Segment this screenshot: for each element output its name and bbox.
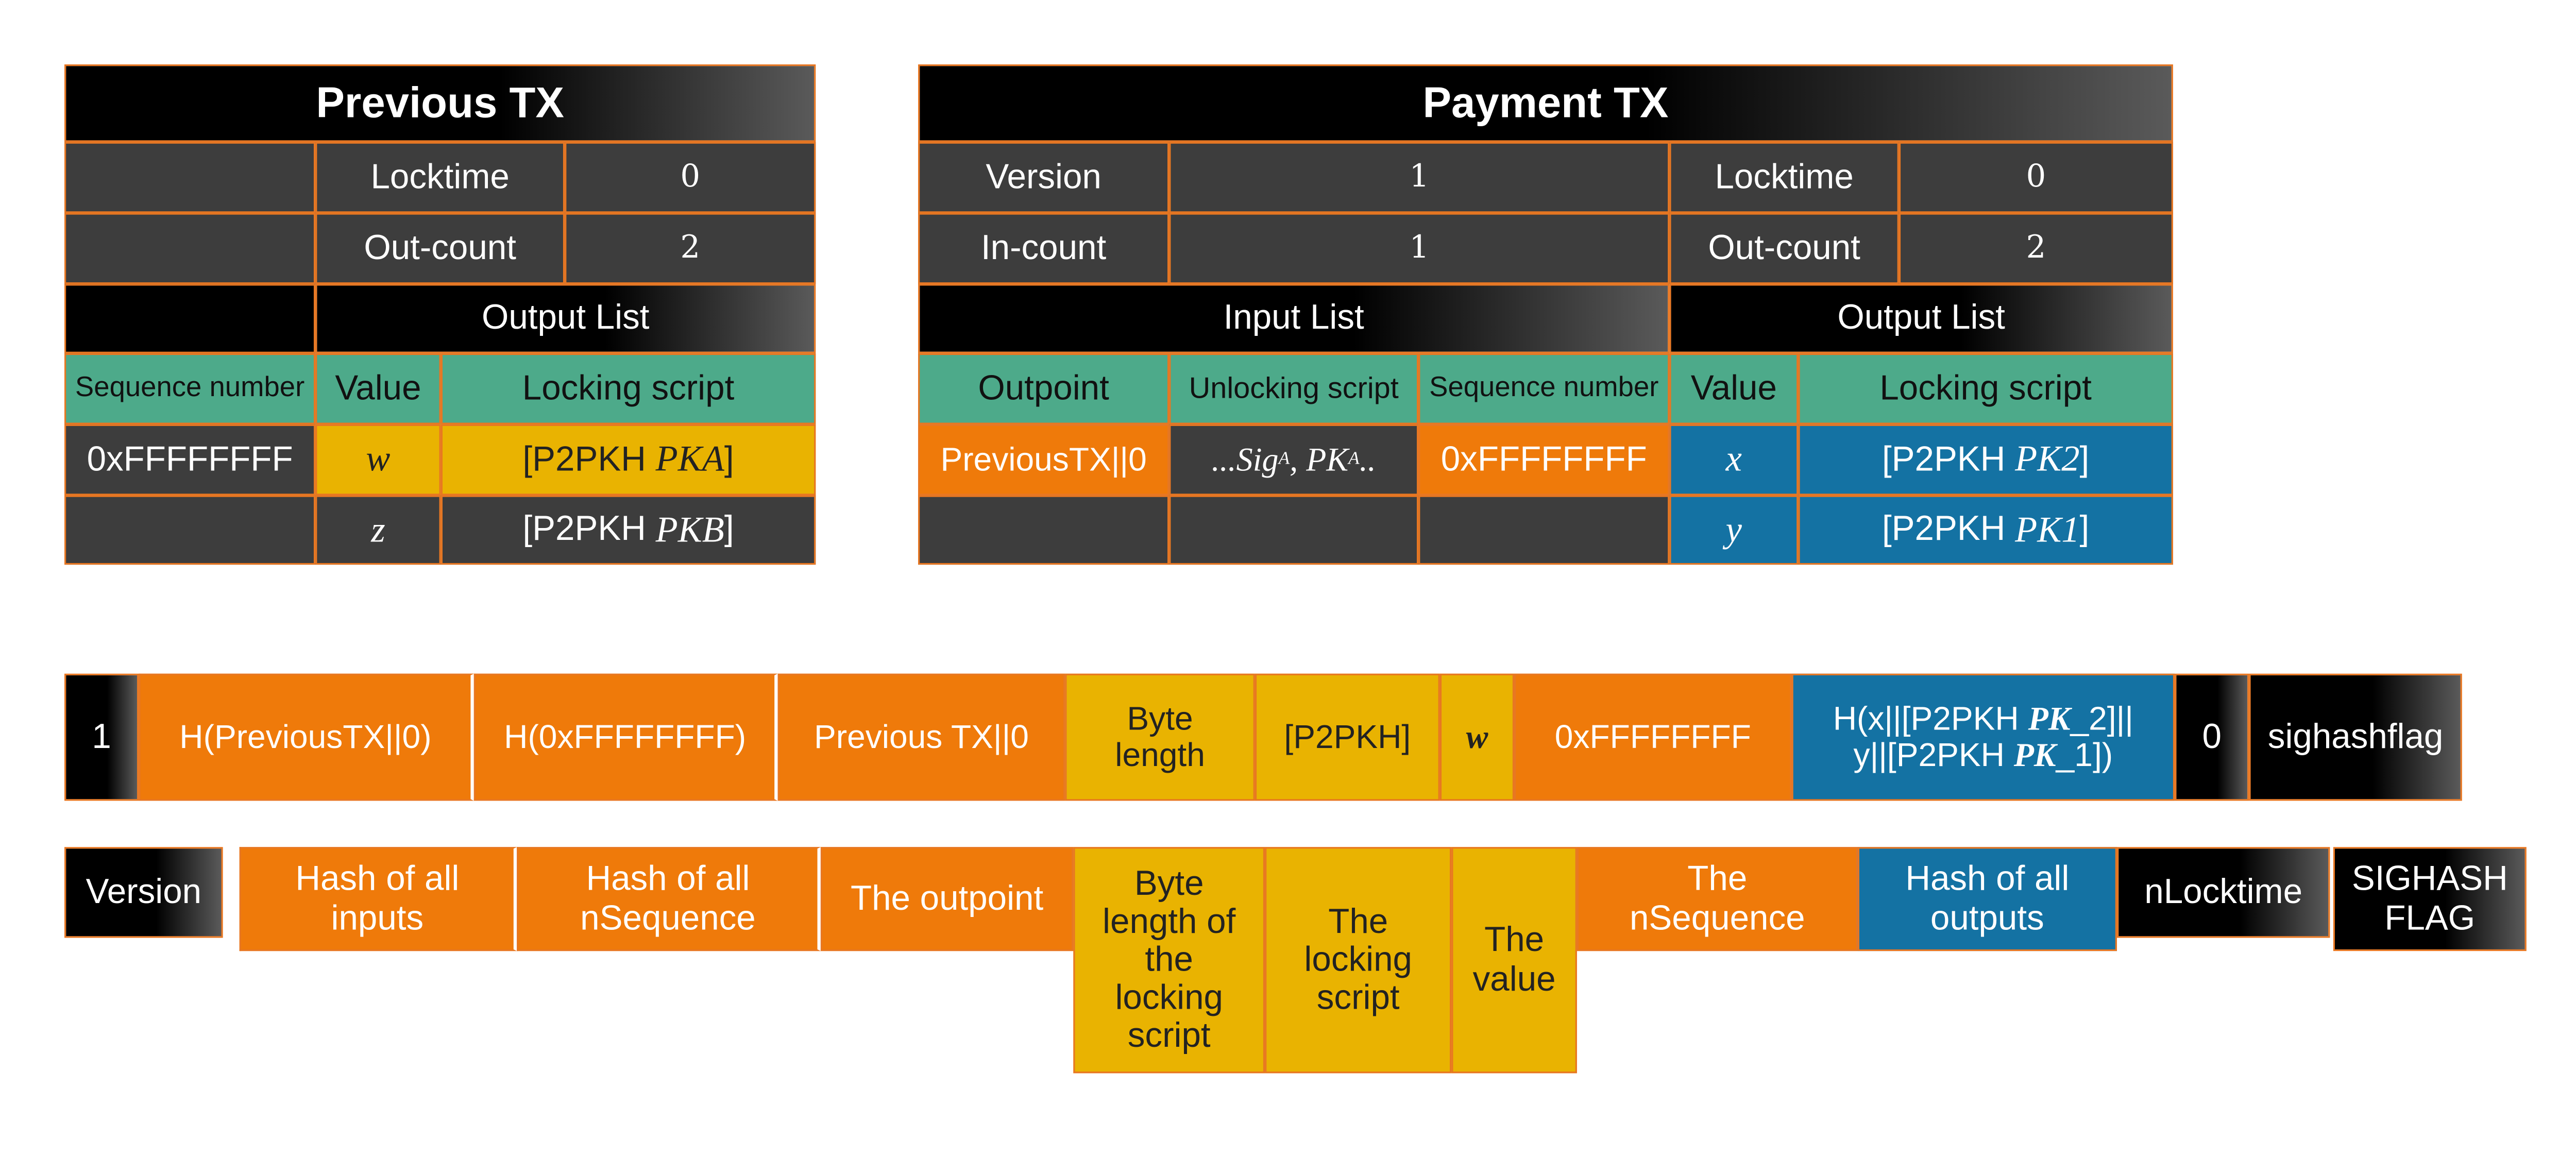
hash-outputs-line-2-a: y||[P2PKH [1853,737,2014,774]
hash-outputs-line-1: H(x||[P2PKH PK_2]|| [1833,701,2133,738]
payment-tx-input-list-header: Input List [918,284,1670,353]
label-nsequence: The nSequence [1577,847,1858,951]
pk-subscript: B [702,508,724,550]
previous-tx-output1-value: w [315,424,441,496]
hash-outputs-line-2: y||[P2PKH PK_1]) [1854,737,2113,774]
sig-text: Sig [1236,441,1279,478]
label-hash-nsequence: Hash of all nSequence [517,847,821,951]
hash-outputs-line-1-b: _2]|| [2070,701,2133,738]
pk-subscript: 2 [2061,438,2080,480]
script-text: [P2PKH [522,440,656,479]
hash-outputs-line-1-a: H(x||[P2PKH [1833,701,2028,738]
preimage-outpoint: Previous TX||0 [777,673,1065,801]
payment-tx-incount-label: In-count [918,213,1170,284]
bracket-close: ] [724,511,734,549]
payment-tx-output-list-header: Output List [1669,284,2173,353]
previous-tx-empty-cell [64,495,316,565]
script-text: [P2PKH [1882,440,2015,479]
payment-tx-locking-header: Locking script [1798,353,2173,424]
previous-tx-black-cell [64,284,316,353]
previous-tx-locking-header: Locking script [440,353,816,424]
payment-tx-value-header: Value [1669,353,1799,424]
label-value: The value [1451,847,1577,1074]
pk-subscript: 1 [2061,508,2080,550]
label-sighash-flag: SIGHASH FLAG [2333,847,2527,951]
payment-tx-sequence-header: Sequence number [1418,353,1670,424]
pk-subscript: A [1348,450,1360,470]
bracket-close: ] [724,440,734,479]
label-nlocktime: nLocktime [2116,847,2330,938]
payment-tx-outpoint-header: Outpoint [918,353,1170,424]
previous-tx-outcount-value: 2 [565,213,816,284]
payment-tx-locktime-value: 0 [1899,142,2173,213]
payment-tx-version-label: Version [918,142,1170,213]
hash-outputs-line-1-pk: PK [2028,701,2071,738]
previous-tx-empty-cell [64,142,316,213]
payment-tx-unlocking-header: Unlocking script [1169,353,1419,424]
label-hash-outputs: Hash of all outputs [1857,847,2117,951]
previous-tx-title-text: Previous TX [316,78,564,128]
payment-tx-incount-value: 1 [1169,213,1670,284]
hash-outputs-line-2-b: _1]) [2056,737,2113,774]
label-locking-script: The locking script [1265,847,1452,1074]
label-hash-inputs: Hash of all inputs [239,847,517,951]
payment-tx-outcount-label: Out-count [1669,213,1899,284]
sig-subscript: A [1278,450,1290,470]
preimage-version: 1 [64,673,139,801]
payment-tx-empty-cell [918,495,1170,565]
script-text: [P2PKH [1882,511,2015,549]
preimage-hash-outputs: H(x||[P2PKH PK_2]|| y||[P2PKH PK_1]) [1791,673,2175,801]
pk-text: PK [2015,508,2062,550]
pk-text: PK [2015,438,2062,480]
unlock-prefix: ... [1211,441,1236,478]
preimage-script: [P2PKH] [1255,673,1440,801]
previous-tx-locktime-value: 0 [565,142,816,213]
preimage-value: w [1439,673,1515,801]
pk-text: PK [655,508,702,550]
pk-subscript: A [702,438,724,480]
label-byte-length: Byte length of the locking script [1073,847,1265,1074]
preimage-hash-sequence: H(0xFFFFFFFF) [473,673,778,801]
payment-tx-sequence-value: 0xFFFFFFFF [1418,424,1670,496]
preimage-sequence: 0xFFFFFFFF [1514,673,1792,801]
hash-outputs-line-2-pk: PK [2013,737,2056,774]
previous-tx-outcount-label: Out-count [315,213,565,284]
pk-text: , PK [1290,441,1349,478]
payment-tx-title: Payment TX [918,64,2173,142]
previous-tx-sequence-value: 0xFFFFFFFF [64,424,316,496]
pk-text: PK [655,438,702,480]
bracket-close: ] [2079,511,2090,549]
previous-tx-output2-value: z [315,495,441,565]
payment-tx-version-value: 1 [1169,142,1670,213]
previous-tx-output-list-header: Output List [315,284,816,353]
preimage-byte-length: Byte length [1065,673,1255,801]
previous-tx-empty-cell [64,213,316,284]
preimage-sighash: sighashflag [2249,673,2462,801]
label-version: Version [64,847,223,938]
bracket-close: ] [2079,440,2090,479]
payment-tx-output2-value: y [1669,495,1799,565]
script-text: [P2PKH [522,511,656,549]
previous-tx-title: Previous TX [64,64,816,142]
label-outpoint: The outpoint [820,847,1074,951]
payment-tx-empty-cell [1169,495,1419,565]
preimage-locktime: 0 [2175,673,2249,801]
payment-tx-empty-cell [1418,495,1670,565]
previous-tx-sequence-header: Sequence number [64,353,316,424]
preimage-hash-prevouts: H(PreviousTX||0) [139,673,474,801]
payment-tx-output1-value: x [1669,424,1799,496]
payment-tx-outcount-value: 2 [1899,213,2173,284]
previous-tx-value-header: Value [315,353,441,424]
previous-tx-locktime-label: Locktime [315,142,565,213]
payment-tx-outpoint-value: PreviousTX||0 [918,424,1170,496]
unlock-suffix: .. [1359,441,1376,478]
payment-tx-title-text: Payment TX [1422,78,1669,128]
payment-tx-locktime-label: Locktime [1669,142,1899,213]
